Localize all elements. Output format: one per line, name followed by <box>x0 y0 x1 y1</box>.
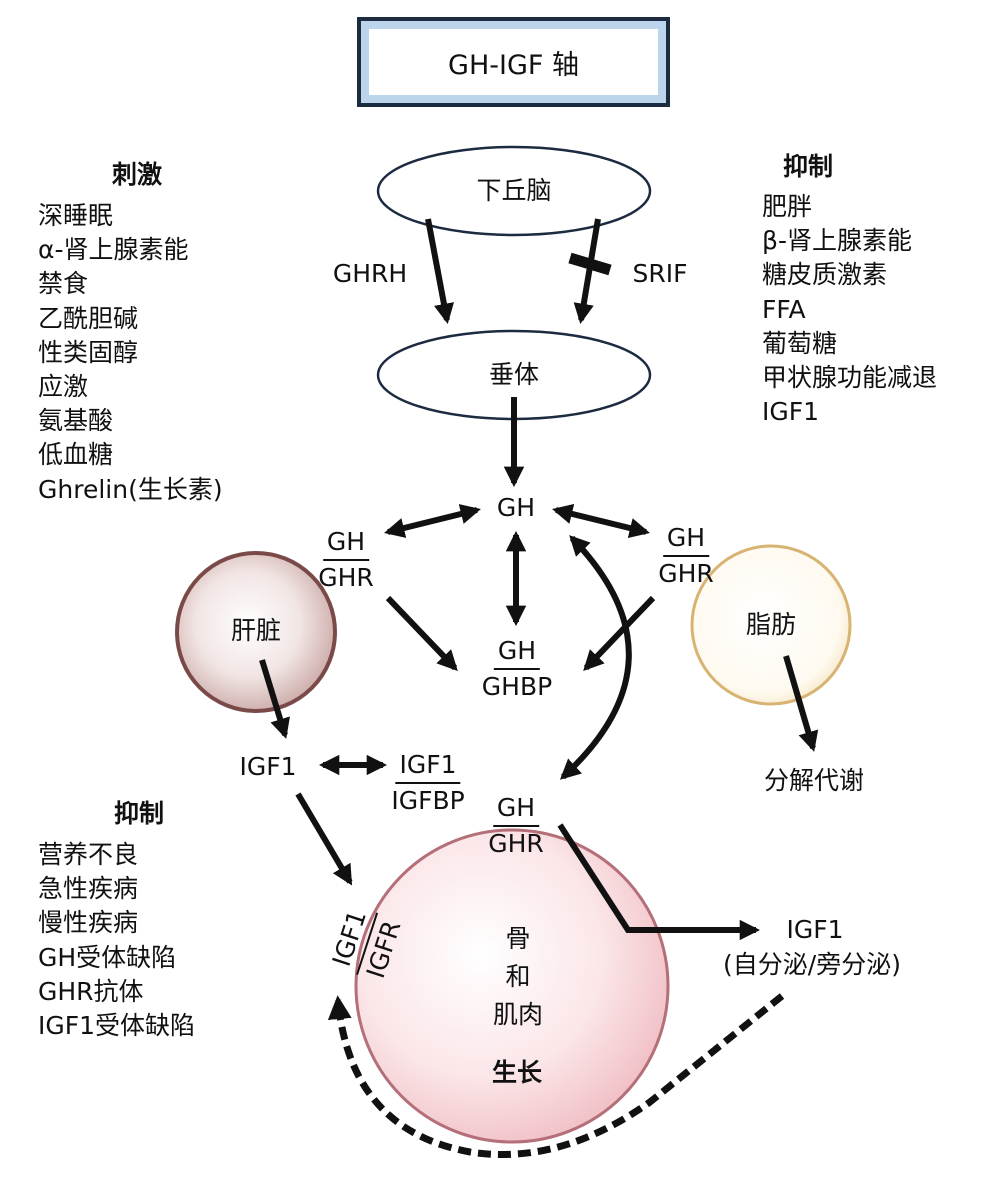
frac-top: GH <box>492 793 540 827</box>
gh-label: GH <box>496 493 536 522</box>
arrow-fat-lipolysis <box>783 655 819 752</box>
fat-label: 脂肪 <box>745 610 797 639</box>
auto-paracrine-label: (自分泌/旁分泌) <box>723 950 901 979</box>
stimulate-item: 深睡眠 <box>38 201 114 230</box>
liver-label: 肝脏 <box>230 616 282 645</box>
igf1-liver-label: IGF1 <box>239 752 297 781</box>
inhibit-top-item: 葡萄糖 <box>762 328 838 358</box>
ghrh-label: GHRH <box>332 259 408 288</box>
liver-circle <box>175 551 337 713</box>
stimulate-heading: 刺激 <box>111 160 163 189</box>
inhibit-bottom-item: 营养不良 <box>38 840 139 869</box>
igf1-auto-label: IGF1 <box>786 915 844 944</box>
frac-bottom: GHBP <box>481 672 553 701</box>
frac-top: GH <box>493 636 541 670</box>
stimulate-item: 禁食 <box>38 269 89 299</box>
arrow-ghrh <box>425 218 455 325</box>
frac-bottom: GHR <box>658 559 714 588</box>
and-label: 和 <box>505 962 531 991</box>
inhibit-top-item: FFA <box>762 294 806 324</box>
inhibit-top-item: 糖皮质激素 <box>762 260 888 290</box>
stimulate-item: α-肾上腺素能 <box>38 235 189 265</box>
bone-muscle-circle <box>354 828 670 1144</box>
arrow-ghr-left-ghbp <box>385 595 458 671</box>
inhibit-top-item: 肥胖 <box>762 192 813 221</box>
gh-ghr-left: GH GHR <box>314 527 378 593</box>
inhibit-top-item: 甲状腺功能减退 <box>762 363 938 393</box>
gh-ghr-bone: GH GHR <box>484 793 548 859</box>
title-box: GH-IGF 轴 <box>357 17 670 107</box>
igf1-igfbp: IGF1 IGFBP <box>387 750 468 816</box>
stimulate-item: 低血糖 <box>38 440 114 470</box>
stimulate-item: 乙酰胆碱 <box>38 303 139 333</box>
frac-bottom: GHR <box>318 563 374 592</box>
inhibit-bottom-item: 慢性疾病 <box>38 908 139 938</box>
fat-circle <box>690 544 852 706</box>
frac-bottom: IGFBP <box>391 786 465 815</box>
arrow-ghr-local-igf1 <box>557 823 761 941</box>
srif-label: SRIF <box>632 259 688 288</box>
srif-block-bar <box>568 252 612 276</box>
growth-label: 生长 <box>491 1058 543 1087</box>
arrow-gh-ghr-left <box>384 504 481 538</box>
inhibit-bottom-item: IGF1受体缺陷 <box>38 1011 196 1041</box>
muscle-label: 肌肉 <box>492 1000 544 1029</box>
frac-bottom: GHR <box>488 829 544 858</box>
page-title: GH-IGF 轴 <box>369 29 658 95</box>
arrow-liver-igf1 <box>259 659 290 739</box>
stimulate-item: 性类固醇 <box>38 337 139 367</box>
frac-top: GH <box>662 523 710 557</box>
gh-ghr-right: GH GHR <box>654 523 718 589</box>
lipolysis-label: 分解代谢 <box>763 766 865 795</box>
stimulate-item: Ghrelin(生长素) <box>38 474 223 504</box>
gh-ghbp: GH GHBP <box>478 636 556 702</box>
stimulate-item: 应激 <box>38 372 89 402</box>
inhibit-top-item: IGF1 <box>762 397 820 427</box>
inhibit-top-heading: 抑制 <box>782 152 834 181</box>
stimulate-list: 深睡眠 α-肾上腺素能 禁食 乙酰胆碱 性类固醇 应激 氨基酸 低血糖 Ghre… <box>38 199 223 507</box>
bone-label: 骨 <box>505 924 531 953</box>
inhibit-bottom-item: GHR抗体 <box>38 976 144 1006</box>
pituitary-label: 垂体 <box>488 360 540 389</box>
inhibit-bottom-list: 营养不良 急性疾病 慢性疾病 GH受体缺陷 GHR抗体 IGF1受体缺陷 <box>38 838 195 1043</box>
hypothalamus-label: 下丘脑 <box>476 176 552 205</box>
arrow-gh-bone-curve <box>560 535 632 780</box>
bone-muscle-label: 骨 和 肌肉 <box>493 920 543 1034</box>
inhibit-bottom-item: GH受体缺陷 <box>38 942 177 972</box>
frac-top: GH <box>322 527 370 561</box>
frac-top: IGF1 <box>395 750 461 784</box>
inhibit-top-item: β-肾上腺素能 <box>762 226 912 256</box>
arrow-autocrine-dashed <box>327 993 785 1158</box>
hypothalamus-ellipse <box>376 145 652 237</box>
stimulate-item: 氨基酸 <box>38 406 114 436</box>
inhibit-bottom-heading: 抑制 <box>113 799 165 828</box>
inhibit-top-list: 肥胖 β-肾上腺素能 糖皮质激素 FFA 葡萄糖 甲状腺功能减退 IGF1 <box>762 190 937 429</box>
arrow-ghr-right-ghbp <box>583 595 656 671</box>
arrow-igf1-igfr <box>295 792 353 886</box>
arrow-gh-ghr-right <box>552 503 650 539</box>
inhibit-bottom-item: 急性疾病 <box>38 874 139 904</box>
